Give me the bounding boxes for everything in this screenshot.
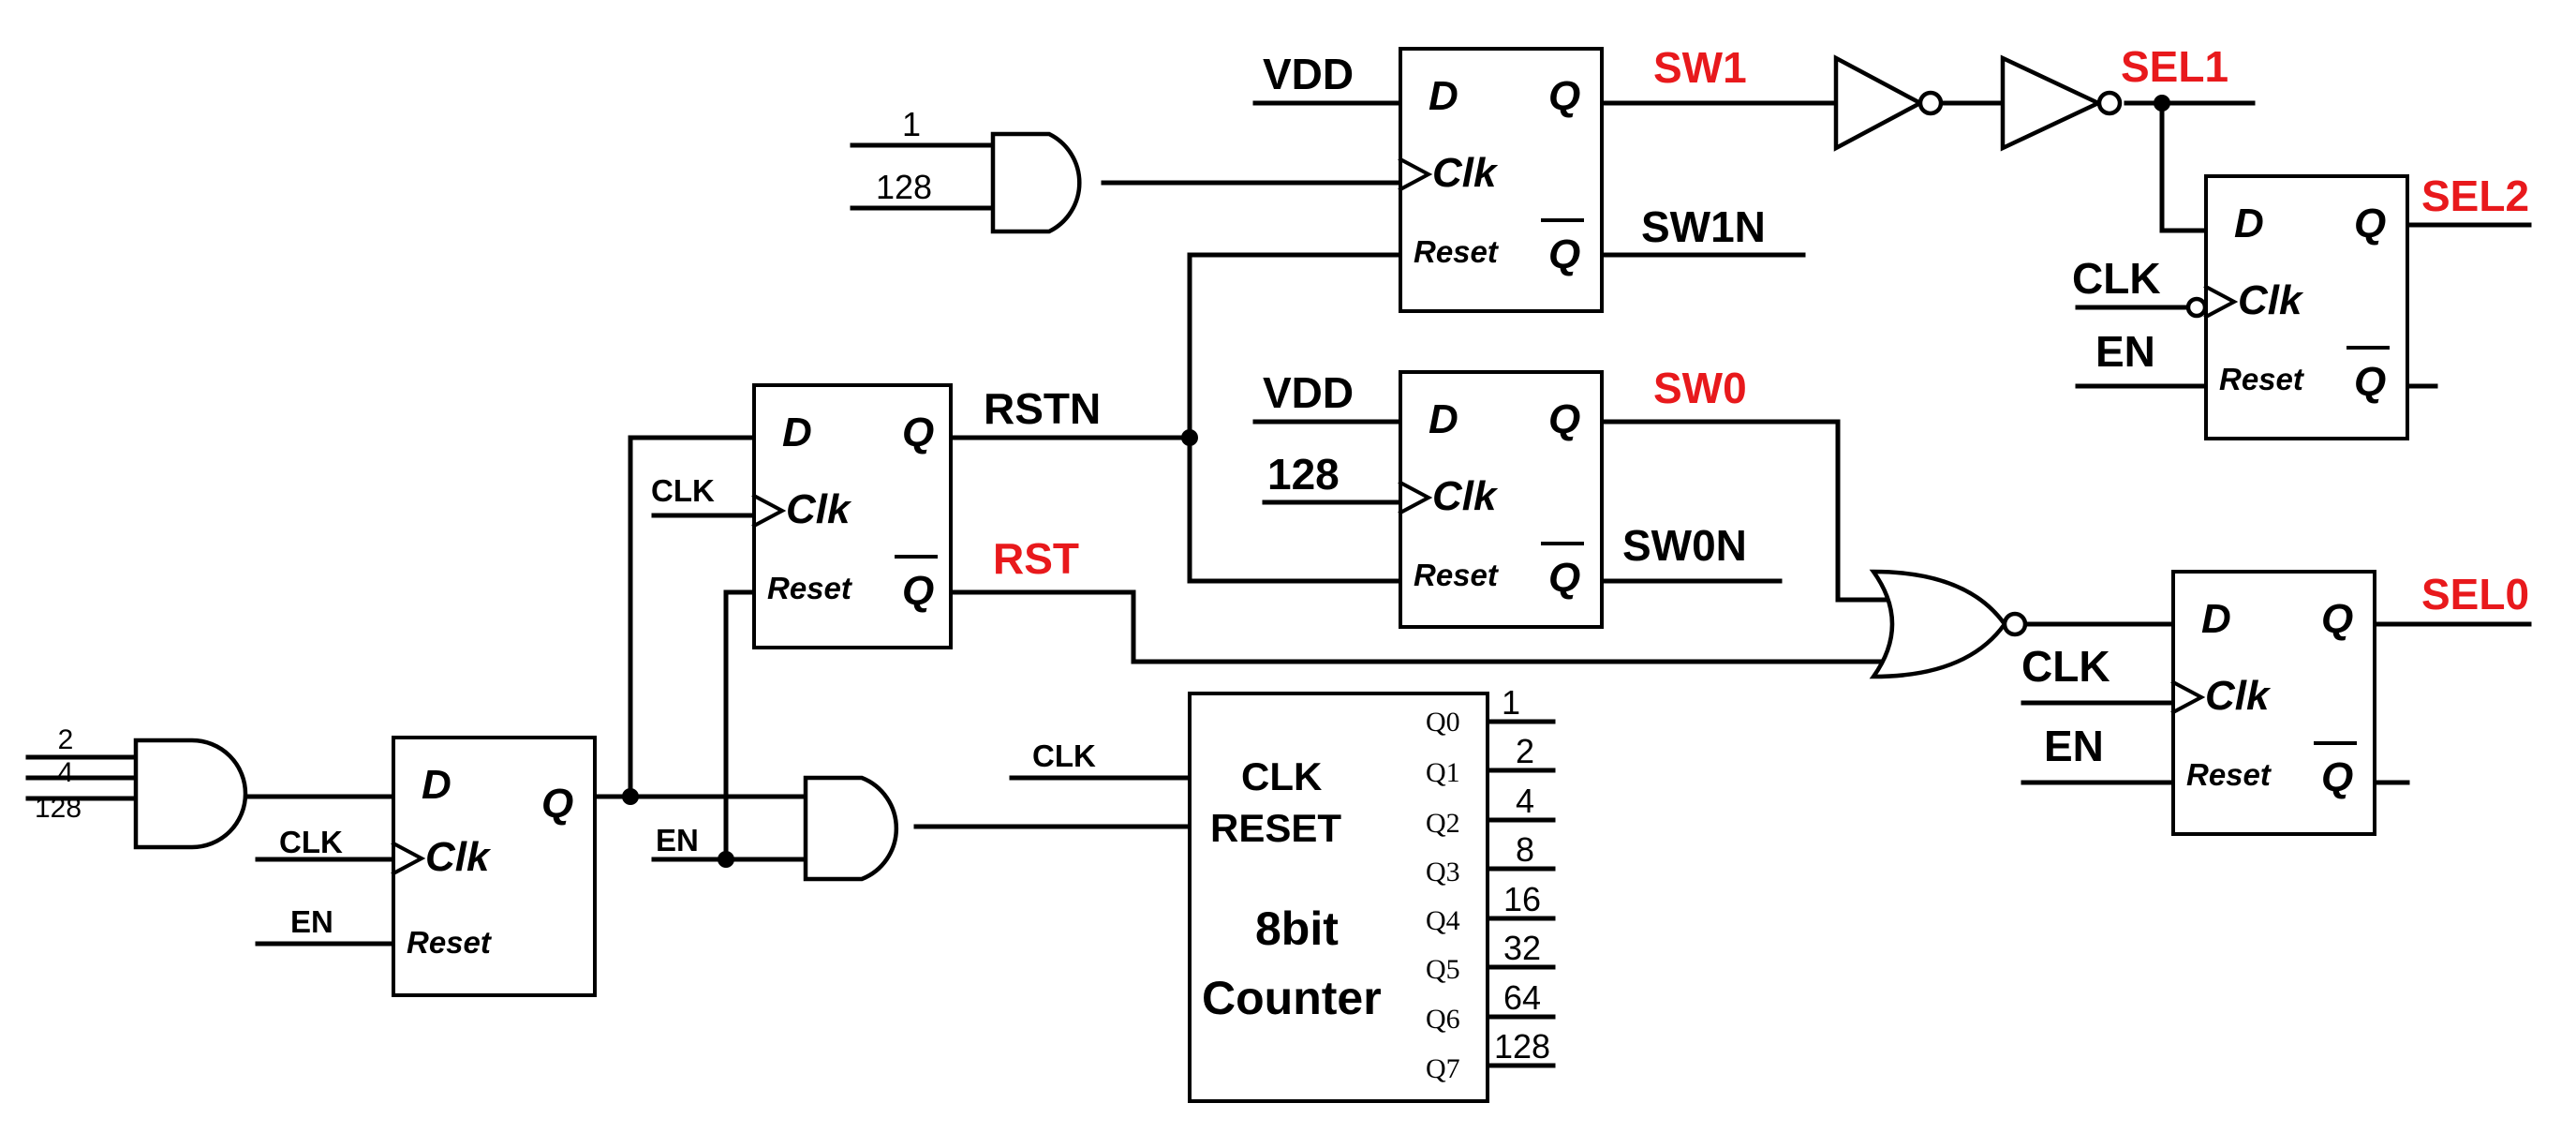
flipflop-left: D Q Clk Reset [391,736,597,997]
and-top-input-128: 128 [876,168,932,206]
flipflop-sw0 [1399,370,1604,629]
counter-out-value: 64 [1503,978,1541,1017]
counter-out-value: 2 [1516,732,1534,770]
counter-clk-pin: CLK [1241,754,1322,798]
rst-label: RST [993,534,1079,583]
and-gate-middle [803,775,899,882]
wires [25,100,2532,1068]
ff-clk-pin: Clk [425,834,492,880]
and-left-input-4: 4 [58,757,74,788]
clk-sel2-label: CLK [2072,254,2161,303]
counter-out-value: 128 [1494,1027,1550,1066]
and-left-input-128: 128 [35,793,81,824]
ff-q-pin: Q [541,781,573,827]
counter-q2: Q2 [1426,808,1460,839]
counter-out-value: 4 [1516,782,1534,820]
counter-q1: Q1 [1426,757,1460,788]
clk-first-label: CLK [279,825,343,859]
en-sel2-label: EN [2095,327,2155,376]
vdd-mid-label: VDD [1263,368,1354,417]
sel1-label: SEL1 [2121,42,2228,91]
counter-q4: Q4 [1426,905,1460,936]
ff-reset-pin: Reset [407,925,493,960]
flipflop-sw1 [1399,47,1604,313]
counter-8bit: CLK RESET 8bit Counter Q0 Q1 Q2 Q3 Q4 Q5… [1188,683,1550,1103]
counter-out-value: 32 [1503,929,1541,967]
vdd-top-label: VDD [1263,50,1354,98]
flipflop-sel0 [2171,570,2376,836]
nor-gate [1869,569,2028,679]
counter-q5: Q5 [1426,954,1460,985]
en-first-label: EN [290,904,333,939]
counter-q3: Q3 [1426,857,1460,887]
sw0ff-clk-128-label: 128 [1267,450,1340,499]
clk-sel0-label: CLK [2021,642,2110,691]
and-gate-top [990,131,1082,234]
sw1n-label: SW1N [1641,202,1766,251]
flipflop-rstn [752,383,953,649]
sw0-label: SW0 [1653,364,1747,412]
inverter-1 [1833,54,1944,152]
counter-q6: Q6 [1426,1004,1460,1035]
rstn-label: RSTN [984,384,1101,433]
sw1-label: SW1 [1653,43,1747,92]
sel0-label: SEL0 [2421,570,2529,619]
ff-d-pin: D [422,762,452,808]
and-left-input-2: 2 [58,724,74,755]
junction-dots [622,95,2170,868]
inverter-2 [2000,54,2123,152]
counter-out-value: 8 [1516,830,1534,869]
signal-labels: 1 128 VDD SW1 SW1N SEL1 SEL2 CLK EN VDD … [35,42,2529,939]
counter-q0: Q0 [1426,707,1460,738]
counter-q7: Q7 [1426,1053,1460,1084]
counter-title-line1: 8bit [1255,902,1339,955]
sw0n-label: SW0N [1622,521,1747,570]
and-top-input-1: 1 [902,105,921,143]
counter-out-value: 16 [1503,880,1541,918]
and-gate-left [133,738,248,850]
en-and-label: EN [656,823,699,857]
counter-reset-pin: RESET [1210,806,1341,850]
counter-title-line2: Counter [1202,972,1382,1024]
en-sel0-label: EN [2044,722,2104,770]
sel2-label: SEL2 [2421,171,2529,220]
counter-out-value: 1 [1502,683,1520,722]
clk-counter-label: CLK [1032,738,1096,773]
flipflop-sel2 [2204,174,2409,440]
clk-rstff-label: CLK [651,473,715,508]
